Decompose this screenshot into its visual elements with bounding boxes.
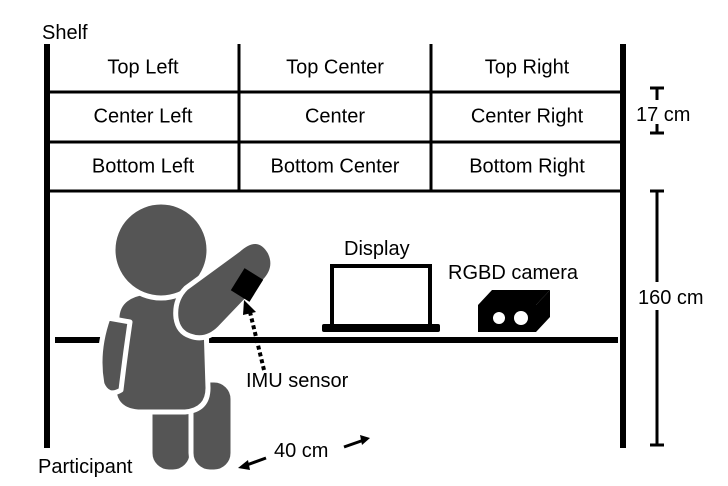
shelf-height-label: 160 cm [638,287,704,309]
cell-top-center: Top Center [286,56,384,78]
row-height-dimension [650,86,664,135]
shelf-label: Shelf [42,22,88,44]
camera-label: RGBD camera [448,262,579,284]
participant-label: Participant [38,456,133,478]
imu-sensor-icon [230,268,264,302]
cell-center: Center [305,105,365,127]
row-height-label: 17 cm [636,104,690,126]
imu-sensor-label: IMU sensor [246,370,349,392]
cell-center-right: Center Right [471,105,584,127]
shelf-frame [44,44,626,448]
cell-center-left: Center Left [94,105,193,127]
cell-bottom-right: Bottom Right [469,155,585,177]
distance-arrows [238,435,370,470]
laptop-icon [322,264,440,332]
display-label: Display [344,238,410,260]
cell-bottom-left: Bottom Left [92,155,195,177]
person-icon [97,199,276,475]
imu-pointer-line [248,311,266,371]
cell-top-right: Top Right [485,56,570,78]
cell-top-left: Top Left [107,56,179,78]
shelf-height-dimension [650,189,664,447]
shelf-grid: Top Left Top Center Top Right Center Lef… [92,56,585,177]
imu-pointer-arrowhead [243,300,256,315]
distance-label: 40 cm [274,440,328,462]
camera-icon [478,290,550,332]
cell-bottom-center: Bottom Center [271,155,400,177]
